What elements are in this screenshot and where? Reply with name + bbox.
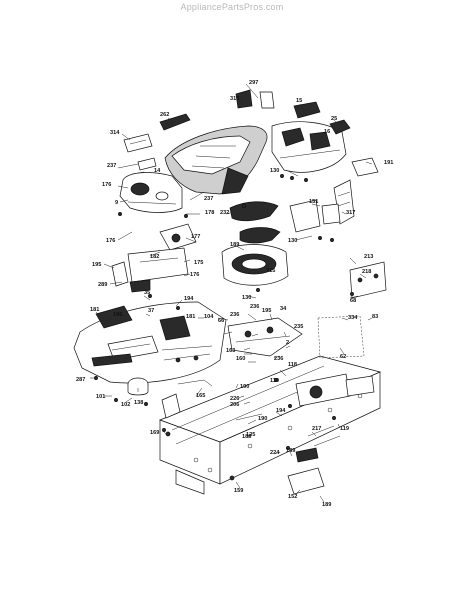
hood-part[interactable]: [164, 125, 268, 195]
callout-c13: 9: [115, 200, 118, 206]
callout-c69: 169: [150, 430, 159, 436]
part-callouts: 297 318 15 25 16 262 314 237 14 191 176 …: [76, 80, 393, 508]
callout-c25: 315: [266, 268, 275, 274]
callout-c33: 130: [242, 295, 251, 301]
leader-lines: [90, 83, 373, 503]
callout-c11: 176: [102, 182, 111, 188]
callout-c5: 16: [324, 129, 330, 135]
callout-c50: 160: [236, 356, 245, 362]
callout-c8: 237: [107, 163, 116, 169]
callout-c14: 237: [204, 196, 213, 202]
callout-c54: 118: [288, 362, 297, 368]
callout-c71: 224: [270, 450, 280, 456]
callout-c34: 181: [90, 307, 99, 313]
battery-tray-part[interactable]: [221, 244, 289, 286]
callout-c74: 189: [322, 502, 331, 508]
callout-c16: 232: [220, 210, 229, 216]
callout-c19: 176: [106, 238, 115, 244]
callout-c60: 190: [240, 384, 249, 390]
callout-c17: 151: [309, 199, 318, 205]
callout-c70: 189: [286, 448, 295, 454]
callout-c12: 130: [270, 168, 279, 174]
callout-c66: 125: [246, 432, 255, 438]
callout-c31: 68: [350, 298, 356, 304]
callout-c57: 102: [121, 402, 130, 408]
callout-c73: 152: [288, 494, 297, 500]
pedal-bracket-part[interactable]: [227, 317, 303, 357]
front-mount-part[interactable]: [161, 393, 235, 481]
callout-c15: 178: [205, 210, 214, 216]
fastener-hardware: [94, 174, 354, 450]
callout-c59: 165: [196, 393, 205, 399]
callout-c40: 334: [348, 315, 358, 321]
callout-c7: 314: [110, 130, 120, 136]
callout-c24: 189: [230, 242, 239, 248]
footrest-part[interactable]: [73, 301, 227, 384]
callout-c26: 213: [364, 254, 373, 260]
callout-c32: 35: [144, 290, 150, 296]
callout-c67: 217: [312, 426, 321, 432]
callout-c22: 182: [150, 254, 159, 260]
callout-c1: 297: [249, 80, 258, 86]
callout-c38: 196: [113, 312, 122, 318]
chassis-frame-part[interactable]: [159, 315, 382, 495]
callout-c62: 206: [230, 402, 239, 408]
callout-c23: 175: [194, 260, 203, 266]
shroud-part[interactable]: [229, 199, 341, 244]
callout-c52: 62: [340, 354, 346, 360]
lower-bracket-part[interactable]: [287, 447, 325, 495]
callout-c35: 194: [184, 296, 194, 302]
callout-c64: 194: [276, 408, 286, 414]
callout-c28: 176: [190, 272, 199, 278]
mount-plate-part[interactable]: [349, 261, 387, 299]
dash-panel-part[interactable]: [119, 172, 183, 213]
rod-part[interactable]: [177, 379, 341, 447]
dash-mount-part[interactable]: [111, 223, 197, 293]
callout-c37: 34: [280, 306, 287, 312]
callout-c3: 15: [296, 98, 302, 104]
dash-bracket-part[interactable]: [123, 113, 191, 171]
callout-c10: 191: [384, 160, 393, 166]
fender-front-part[interactable]: [235, 89, 379, 177]
callout-c68: 119: [340, 426, 349, 432]
callout-c42: 181: [186, 314, 195, 320]
callout-c21: 130: [288, 238, 297, 244]
callout-c49: 163: [226, 348, 235, 354]
bushing-part[interactable]: [127, 377, 149, 396]
callout-c36: 236: [250, 304, 259, 310]
callout-c46: 195: [262, 308, 271, 314]
callout-c29: 218: [362, 269, 371, 275]
callout-c18: 317: [346, 210, 355, 216]
callout-c20: 177: [191, 234, 200, 240]
callout-c55: 119: [270, 378, 279, 384]
callout-c44: 236: [230, 312, 239, 318]
callout-c53: 287: [76, 377, 85, 383]
callout-c51: 236: [274, 356, 283, 362]
callout-c61: 226: [230, 396, 239, 402]
callout-c30: 289: [98, 282, 107, 288]
callout-c48: 2: [286, 340, 289, 346]
callout-c43: 104: [204, 314, 214, 320]
callout-c9: 14: [154, 168, 161, 174]
callout-c56: 101: [96, 394, 105, 400]
callout-c2: 318: [230, 96, 239, 102]
site-watermark: AppliancePartsPros.com: [180, 2, 284, 12]
callout-c72: 159: [234, 488, 243, 494]
callout-c6: 262: [160, 112, 169, 118]
callout-c65: 186: [242, 434, 251, 440]
callout-c39: 37: [148, 308, 154, 314]
callout-c58: 138: [134, 400, 143, 406]
callout-c4: 25: [331, 116, 337, 122]
callout-c41: 83: [372, 314, 378, 320]
callout-c27: 195: [92, 262, 101, 268]
callout-c47: 235: [294, 324, 303, 330]
callout-c45: 66: [218, 318, 224, 324]
callout-c63: 190: [258, 416, 267, 422]
